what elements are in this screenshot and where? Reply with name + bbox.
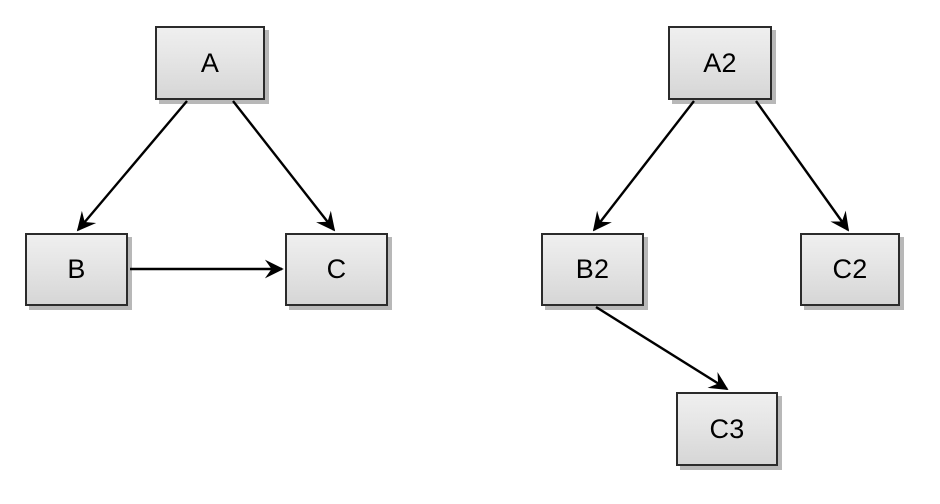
- node-c2-label: C2: [832, 254, 868, 284]
- node-b-label: B: [67, 254, 86, 284]
- node-b[interactable]: B: [25, 233, 128, 306]
- edge-a-to-c: [232, 100, 336, 232]
- edge-b2-to-c3: [595, 305, 729, 391]
- node-c-label: C: [326, 254, 347, 284]
- node-c2[interactable]: C2: [800, 233, 900, 306]
- edge-a2-to-c2: [755, 100, 850, 232]
- node-c3[interactable]: C3: [676, 392, 778, 466]
- node-a-label: A: [200, 47, 220, 78]
- node-b2-label: B2: [575, 254, 610, 284]
- node-c[interactable]: C: [285, 233, 388, 306]
- node-b2[interactable]: B2: [541, 233, 644, 306]
- edge-a-to-b: [76, 100, 188, 232]
- node-a2[interactable]: A2: [668, 26, 772, 100]
- node-a[interactable]: A: [155, 26, 265, 100]
- edge-a2-to-b2: [592, 100, 695, 232]
- node-c3-label: C3: [709, 413, 745, 444]
- node-a2-label: A2: [703, 47, 737, 78]
